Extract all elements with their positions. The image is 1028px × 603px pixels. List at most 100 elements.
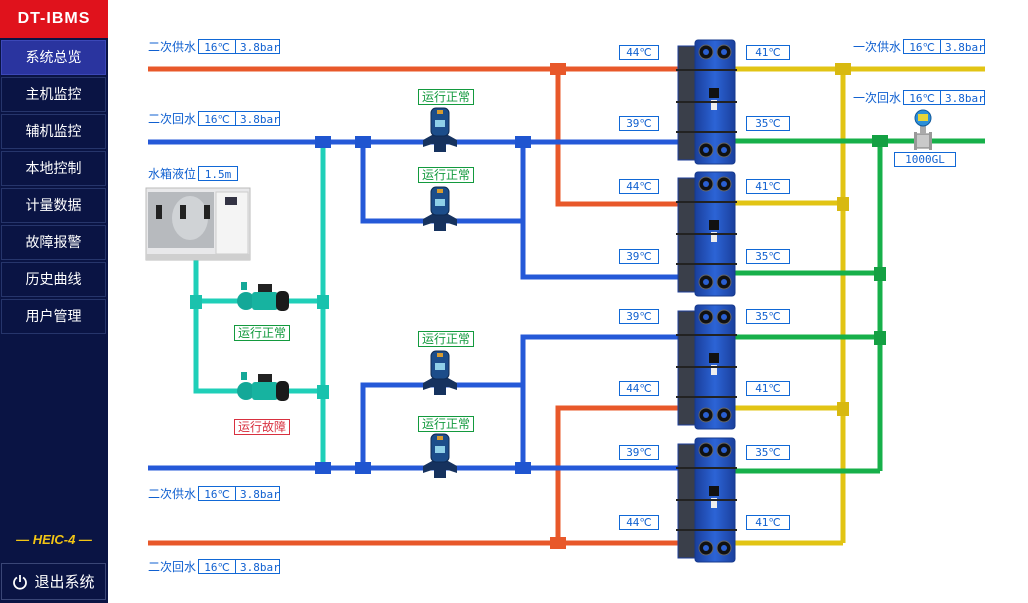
hx2-hot-in: 44℃ (619, 179, 659, 194)
sidebar: DT-IBMS 系统总览 主机监控 辅机监控 本地控制 计量数据 故障报警 历史… (0, 0, 108, 603)
temp-value: 16℃ (198, 38, 237, 54)
sensor-name: 二次供水 (148, 486, 197, 501)
pipe (555, 69, 680, 207)
hx1-cold-in: 39℃ (619, 116, 659, 131)
hx2-cold-out: 35℃ (746, 249, 790, 264)
sidebar-item-aux-monitor[interactable]: 辅机监控 (1, 114, 106, 149)
pressure-value: 3.8bar (941, 89, 986, 105)
hx2-hot-out: 41℃ (746, 179, 790, 194)
tee-fitting (874, 267, 886, 281)
flowmeter-value: 1000GL (894, 152, 956, 167)
sensor-name: 一次回水 (853, 90, 902, 105)
temp-value: 16℃ (903, 89, 942, 105)
heat-exchanger-icon (676, 304, 737, 430)
tee-fitting (315, 462, 331, 474)
hx1-hot-out: 41℃ (746, 45, 790, 60)
hx1-cold-out: 35℃ (746, 116, 790, 131)
hx3-cold-out: 35℃ (746, 309, 790, 324)
sensor-name: 一次供水 (853, 39, 902, 54)
circulation-pump-icon (423, 433, 457, 478)
pipe (360, 382, 523, 468)
primary-return-pipes (733, 138, 985, 474)
tee-fitting (317, 385, 329, 399)
primary-supply-pipes (733, 66, 985, 546)
pipe-fittings (190, 63, 888, 549)
hx3-hot-out: 41℃ (746, 381, 790, 396)
sensor-name: 二次回水 (148, 111, 197, 126)
hx4-cold-in: 39℃ (619, 445, 659, 460)
model-label: — HEIC-4 — (16, 532, 92, 547)
tee-fitting (835, 63, 851, 75)
sensor-tank-level: 水箱液位 1.5m (148, 165, 239, 181)
logout-button[interactable]: 退出系统 (1, 563, 106, 600)
makeup-pump-1-status: 运行正常 (234, 325, 291, 341)
makeup-pump-icon (237, 372, 289, 401)
tee-fitting (550, 537, 566, 549)
heat-exchanger-icon (676, 171, 737, 297)
heat-exchanger-icon (676, 39, 737, 165)
circulation-pump-icon (423, 186, 457, 231)
app-logo: DT-IBMS (0, 0, 108, 38)
hx1-hot-in: 44℃ (619, 45, 659, 60)
tee-fitting (355, 462, 371, 474)
temp-value: 16℃ (903, 38, 942, 54)
circulation-pump-icon (423, 107, 457, 152)
power-icon (13, 574, 28, 590)
tee-fitting (837, 197, 849, 211)
sidebar-item-overview[interactable]: 系统总览 (1, 40, 106, 75)
tee-fitting (190, 295, 202, 309)
sidebar-item-host-monitor[interactable]: 主机监控 (1, 77, 106, 112)
water-tank-image (145, 187, 251, 261)
hx4-hot-in: 44℃ (619, 515, 659, 530)
pressure-value: 3.8bar (236, 485, 281, 501)
heat-exchanger-icon (676, 437, 737, 563)
temp-value: 16℃ (198, 485, 237, 501)
flowmeter-icon (914, 109, 932, 150)
makeup-pump-2-status: 运行故障 (234, 419, 291, 435)
circ-pump-4-status: 运行正常 (418, 416, 475, 432)
tee-fitting (317, 295, 329, 309)
pipe (360, 142, 523, 224)
circ-pump-3-status: 运行正常 (418, 331, 475, 347)
sensor-name: 二次供水 (148, 39, 197, 54)
tee-fitting (315, 136, 331, 148)
level-value: 1.5m (198, 165, 239, 181)
tee-fitting (355, 136, 371, 148)
circ-pump-1-status: 运行正常 (418, 89, 475, 105)
pressure-value: 3.8bar (236, 38, 281, 54)
sidebar-item-local-control[interactable]: 本地控制 (1, 151, 106, 186)
hx4-hot-out: 41℃ (746, 515, 790, 530)
sensor-name: 水箱液位 (148, 166, 197, 181)
pressure-value: 3.8bar (941, 38, 986, 54)
logout-label: 退出系统 (34, 573, 95, 591)
pressure-value: 3.8bar (236, 110, 281, 126)
circ-pump-2-status: 运行正常 (418, 167, 475, 183)
tee-fitting (550, 63, 566, 75)
hot-supply-pipes (148, 66, 680, 546)
tee-fitting (837, 402, 849, 416)
tee-fitting (515, 136, 531, 148)
tee-fitting (515, 462, 531, 474)
hx4-cold-out: 35℃ (746, 445, 790, 460)
sidebar-item-metering[interactable]: 计量数据 (1, 188, 106, 223)
hx3-cold-in: 39℃ (619, 309, 659, 324)
tee-fitting (874, 331, 886, 345)
sidebar-item-alarms[interactable]: 故障报警 (1, 225, 106, 260)
pipe (520, 334, 680, 468)
temp-value: 16℃ (198, 558, 237, 574)
sensor-name: 二次回水 (148, 559, 197, 574)
sidebar-item-users[interactable]: 用户管理 (1, 299, 106, 334)
return-pipes (148, 139, 680, 471)
tee-fitting (872, 135, 888, 147)
circulation-pump-icon (423, 350, 457, 395)
sidebar-item-history[interactable]: 历史曲线 (1, 262, 106, 297)
temp-value: 16℃ (198, 110, 237, 126)
hx3-hot-in: 44℃ (619, 381, 659, 396)
